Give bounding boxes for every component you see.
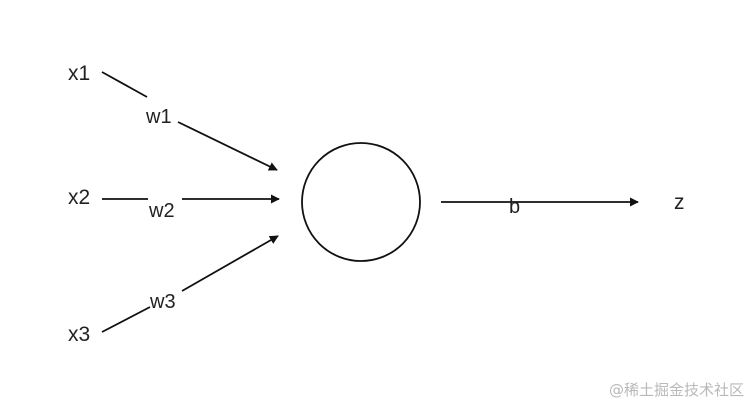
weight-label-w2: w2 bbox=[148, 200, 175, 222]
input-label-x3: x3 bbox=[68, 323, 90, 346]
neuron-node bbox=[301, 142, 421, 262]
input-label-x2: x2 bbox=[68, 186, 90, 209]
input-label-x1: x1 bbox=[68, 62, 90, 85]
bias-label: b bbox=[509, 196, 520, 218]
edge-x3-segment-b bbox=[181, 235, 279, 292]
output-label-z: z bbox=[674, 191, 685, 214]
edge-x1-segment-a bbox=[101, 71, 148, 98]
weight-label-w3: w3 bbox=[149, 291, 176, 313]
watermark-text: @稀土掘金技术社区 bbox=[608, 381, 744, 399]
edge-x3-segment-a bbox=[101, 306, 151, 333]
weight-label-w1: w1 bbox=[145, 106, 172, 128]
edge-x1-segment-b bbox=[177, 121, 278, 171]
